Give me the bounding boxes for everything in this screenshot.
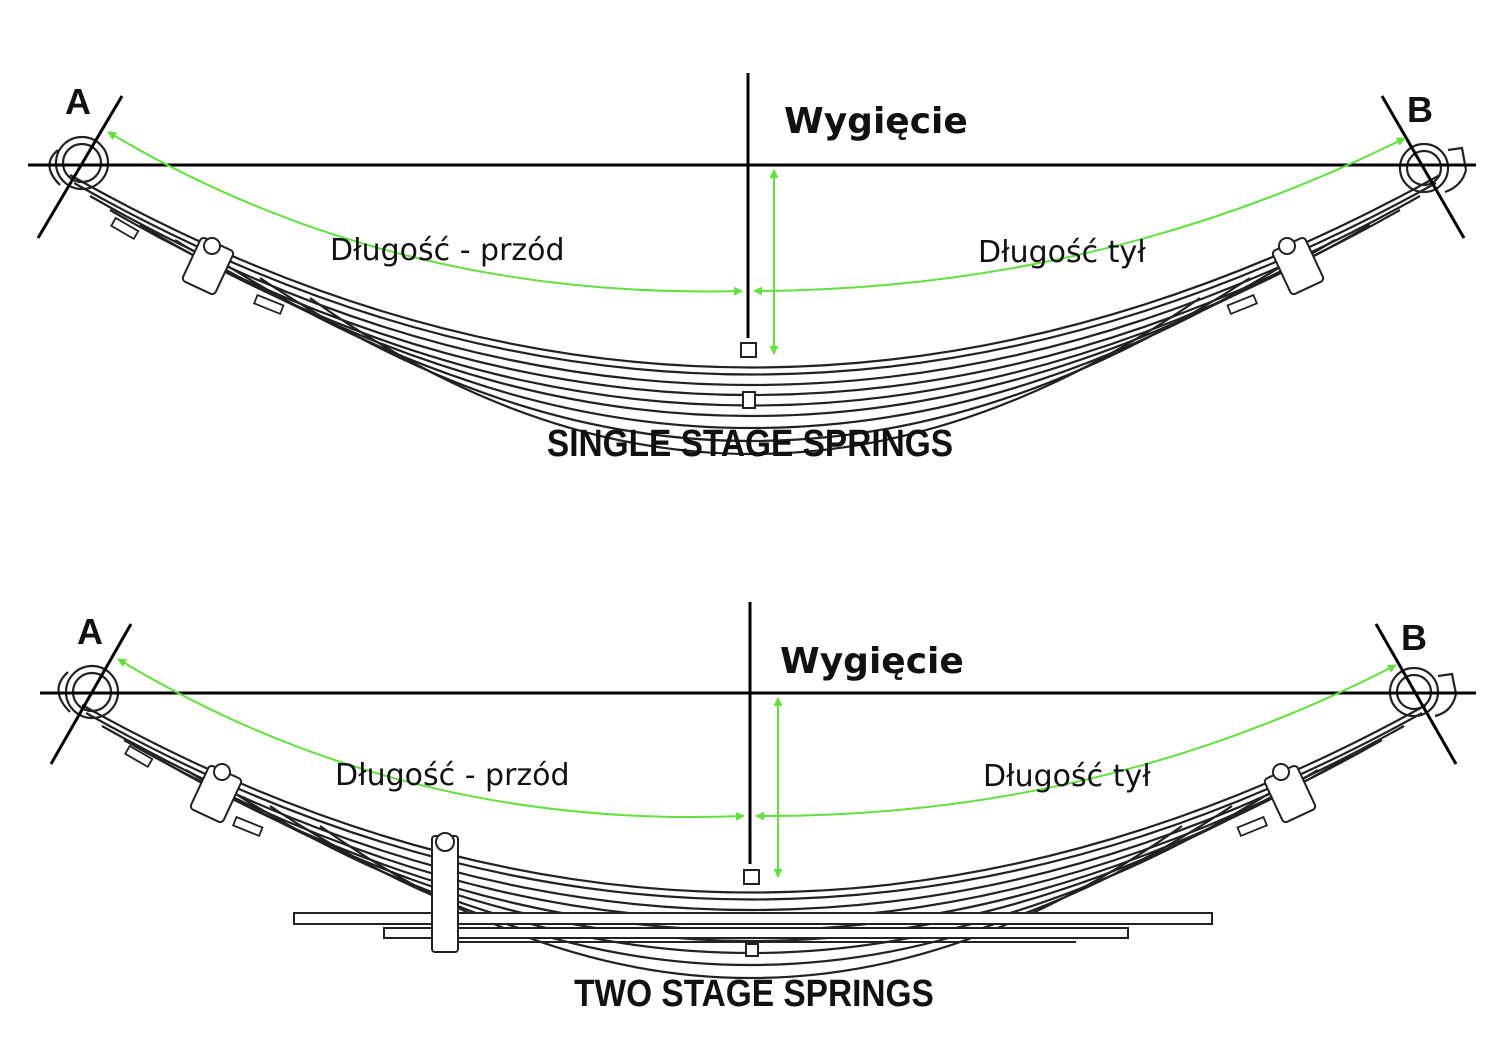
two-stage-panel: A B Wygięcie Długość - przód Długość tył…: [40, 602, 1476, 1014]
eye-line-b: [1374, 623, 1458, 765]
point-b-label: B: [1407, 89, 1433, 130]
measurement-arrows: [107, 131, 1406, 355]
front-length-label: Długość - przód: [330, 233, 565, 268]
helper-clamp: [431, 832, 459, 953]
camber-label: Wygięcie: [784, 101, 968, 142]
rear-length-label: Długość tył: [983, 759, 1151, 794]
reference-lines: [28, 73, 1476, 338]
rear-length-arrow: [753, 137, 1406, 296]
point-a-label: A: [65, 81, 91, 122]
point-a-label: A: [77, 611, 103, 652]
front-length-arrow: [107, 131, 743, 296]
diagram-title: SINGLE STAGE SPRINGS: [547, 422, 953, 464]
camber-label: Wygięcie: [780, 641, 964, 682]
leaf-clamp-rear: [1271, 236, 1325, 296]
eye-line-b: [1380, 95, 1466, 239]
front-length-arrow: [117, 658, 745, 821]
eye-line-a: [36, 95, 124, 239]
measurement-arrows: [117, 658, 1397, 878]
rear-length-label: Długość tył: [978, 235, 1146, 270]
eye-line-a: [49, 623, 133, 765]
point-b-label: B: [1401, 617, 1427, 658]
diagram-title: TWO STAGE SPRINGS: [574, 972, 934, 1014]
center-bolt: [743, 869, 760, 957]
spring-leaves: [69, 174, 1441, 456]
leaf-clamp-front: [189, 763, 243, 824]
leaf-clamp-front: [181, 236, 235, 296]
center-bolt: [740, 342, 757, 409]
front-length-label: Długość - przód: [335, 758, 570, 793]
leaf-clamp-rear: [1263, 763, 1317, 824]
spring-eye-front: [48, 135, 110, 191]
helper-leaves: [293, 912, 1213, 943]
rear-length-arrow: [755, 664, 1397, 821]
single-stage-panel: A B Wygięcie Długość - przód Długość tył…: [28, 73, 1476, 464]
